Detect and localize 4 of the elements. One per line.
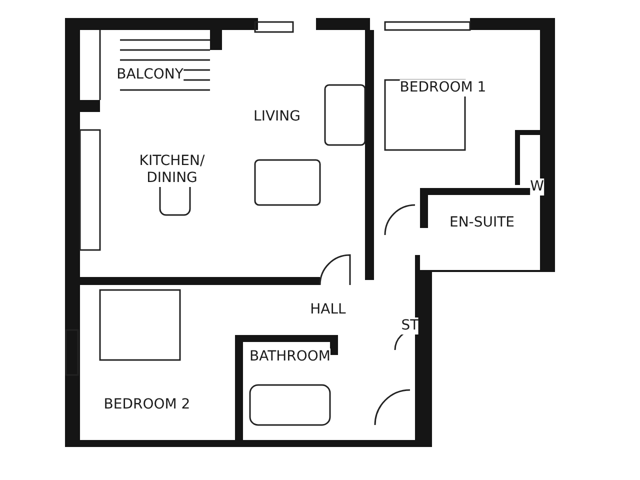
room-label: W [530, 178, 544, 196]
room-label: ST [401, 318, 419, 334]
room-label: BALCONY [116, 66, 184, 84]
room-label: BEDROOM 1 [400, 80, 486, 96]
